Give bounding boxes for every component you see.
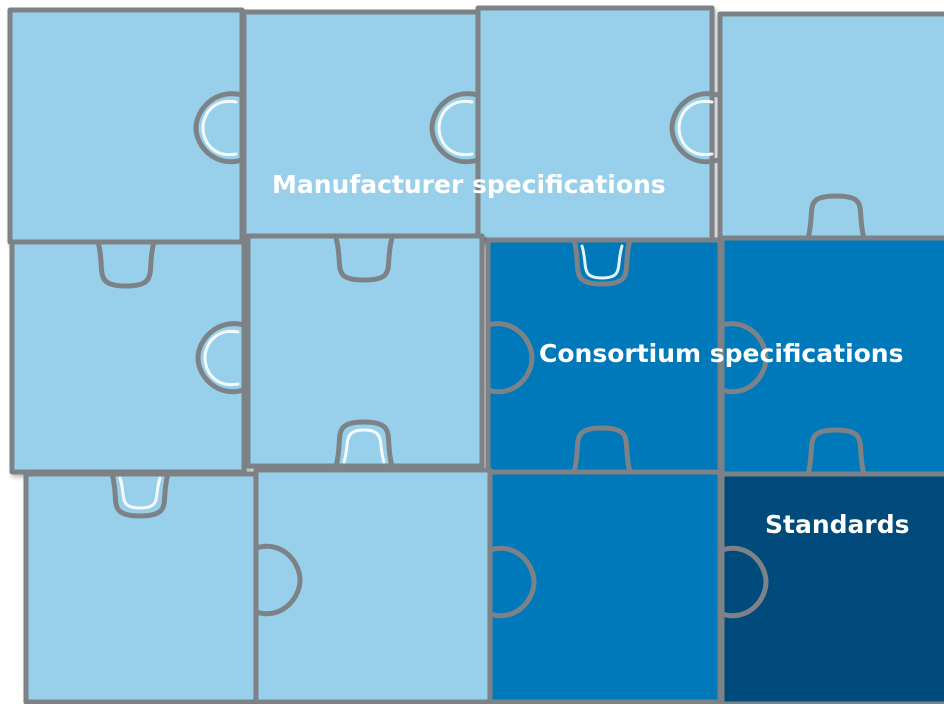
puzzle-piece-r2c1 bbox=[9, 239, 247, 475]
puzzle-knob bbox=[109, 471, 171, 519]
puzzle-piece-r1c4 bbox=[717, 11, 944, 245]
manufacturer-specifications-label: Manufacturer specifications bbox=[272, 170, 666, 199]
puzzle-piece-r3c2 bbox=[253, 467, 493, 704]
puzzle-knob bbox=[485, 321, 535, 395]
puzzle-piece-r1c2 bbox=[241, 9, 481, 241]
standards-label: Standards bbox=[765, 510, 910, 539]
puzzle-knob bbox=[571, 237, 633, 287]
puzzle-knob bbox=[195, 321, 247, 395]
puzzle-knob bbox=[571, 425, 633, 475]
puzzle-knob bbox=[487, 545, 537, 619]
puzzle-knob bbox=[719, 321, 769, 395]
puzzle-piece-r1c3 bbox=[475, 5, 715, 243]
puzzle-knob bbox=[669, 91, 721, 165]
puzzle-piece-r3c4 bbox=[719, 471, 944, 704]
puzzle-piece-r3c1 bbox=[23, 471, 261, 704]
puzzle-piece-r1c1 bbox=[7, 7, 245, 245]
puzzle-knob bbox=[719, 545, 769, 619]
puzzle-knob bbox=[95, 239, 157, 289]
puzzle-knob bbox=[429, 91, 481, 165]
puzzle-knob bbox=[193, 91, 245, 165]
puzzle-knob bbox=[805, 193, 867, 241]
puzzle-piece-r2c2 bbox=[245, 233, 485, 469]
puzzle-knob bbox=[333, 235, 395, 283]
consortium-specifications-label: Consortium specifications bbox=[539, 339, 904, 368]
puzzle-knob bbox=[253, 543, 303, 617]
puzzle-knob bbox=[333, 419, 395, 469]
puzzle-knob bbox=[805, 427, 867, 477]
puzzle-piece-r3c3 bbox=[487, 469, 723, 704]
